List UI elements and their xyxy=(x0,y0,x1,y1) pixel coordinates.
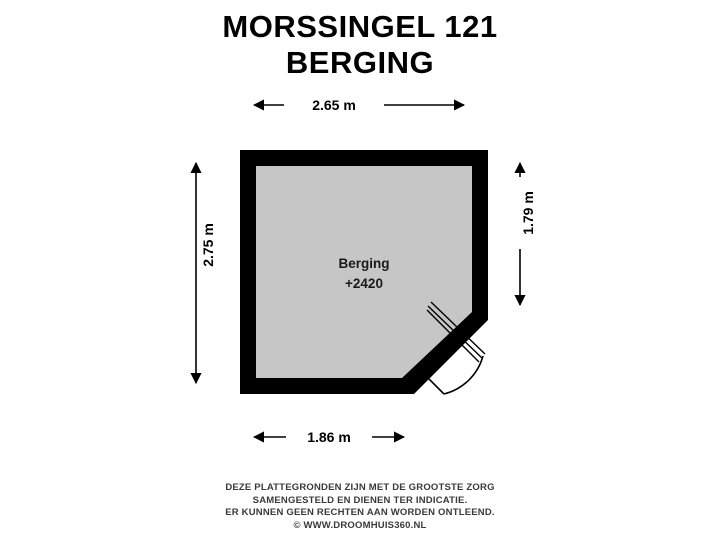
disclaimer-line-2: SAMENGESTELD EN DIENEN TER INDICATIE. xyxy=(252,494,468,506)
disclaimer-line-4: © WWW.DROOMHUIS360.NL xyxy=(293,519,427,531)
page-title: MORSSINGEL 121 xyxy=(222,9,498,44)
dimension-label-left: 2.75 m xyxy=(199,209,217,281)
disclaimer-footer: DEZE PLATTEGRONDEN ZIJN MET DE GROOTSTE … xyxy=(0,482,720,532)
page-subtitle: BERGING xyxy=(285,45,435,80)
dimension-label-top: 2.65 m xyxy=(284,96,384,114)
dimension-label-bottom: 1.86 m xyxy=(286,428,372,446)
disclaimer-line-3: ER KUNNEN GEEN RECHTEN AAN WORDEN ONTLEE… xyxy=(225,507,495,518)
room-name-label: Berging xyxy=(338,256,390,271)
door-swing-icon xyxy=(426,301,486,395)
room-level-label: +2420 xyxy=(345,276,383,291)
room-interior xyxy=(256,166,472,378)
floorplan-drawing: Berging +2420 xyxy=(240,150,488,395)
disclaimer-line-1: DEZE PLATTEGRONDEN ZIJN MET DE GROOTSTE … xyxy=(225,482,495,493)
dimension-label-right: 1.79 m xyxy=(519,177,537,249)
